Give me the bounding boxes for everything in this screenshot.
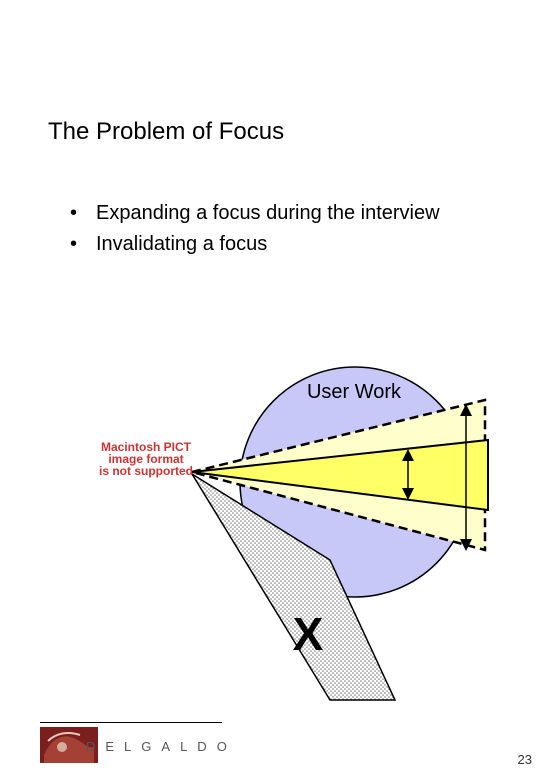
bullet-list: •Expanding a focus during the interview … — [70, 198, 440, 260]
pict-placeholder-line: image format — [108, 452, 183, 466]
footer-divider — [40, 722, 222, 723]
pict-placeholder: Macintosh PICT image format is not suppo… — [99, 440, 193, 478]
bullet-item: • Invalidating a focus — [70, 229, 440, 260]
bullet-text: Invalidating a focus — [96, 233, 268, 255]
circle-label: User Work — [307, 381, 402, 403]
logo-mark — [40, 727, 98, 763]
invalid-focus-wedge — [191, 473, 397, 701]
bullet-dot-icon: • — [70, 233, 78, 255]
page-number: 23 — [517, 752, 532, 767]
pict-placeholder-line: is not supported — [99, 464, 193, 478]
x-mark: X — [293, 608, 324, 660]
delgaldo-logo: DELGALDO — [40, 727, 227, 763]
pict-placeholder-line: Macintosh PICT — [101, 440, 192, 454]
bullet-dot-icon: • — [70, 202, 78, 224]
logo-graphic — [40, 727, 98, 763]
initial-focus-beam — [191, 438, 489, 512]
bullet-text: Expanding a focus during the interview — [96, 202, 440, 224]
slide-title: The Problem of Focus — [48, 118, 285, 145]
logo-text: DELGALDO — [86, 739, 237, 754]
bullet-item: • Expanding a focus during the interview — [70, 198, 440, 229]
